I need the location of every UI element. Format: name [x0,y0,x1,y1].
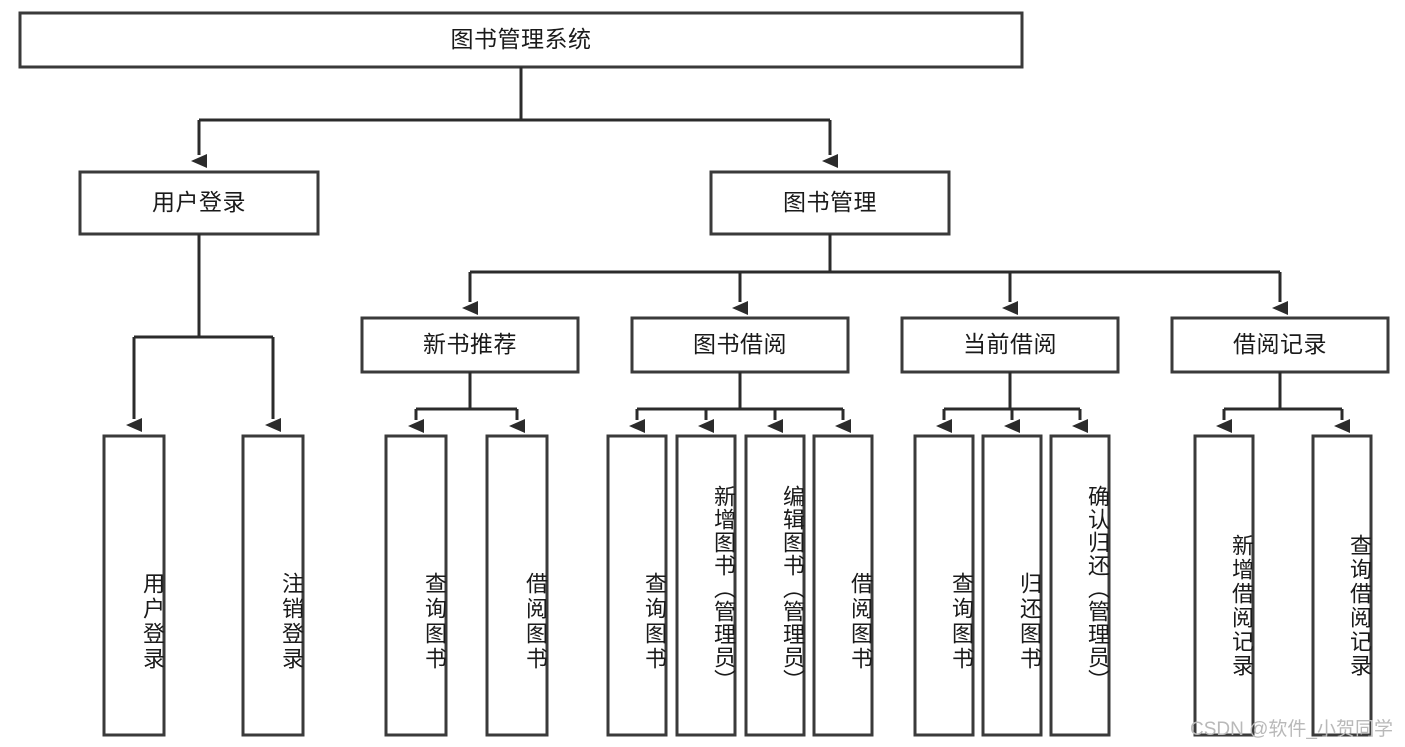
node-box-root[interactable] [18,11,1024,69]
node-box-book-manage[interactable] [709,170,951,236]
node-box-user-login[interactable] [78,170,320,236]
node-box-leaf-confirm-return[interactable] [1049,434,1111,737]
node-box-new-book-recommend[interactable] [360,316,580,374]
node-box-leaf-query-book-1[interactable] [384,434,448,737]
node-box-leaf-add-record[interactable] [1193,434,1255,737]
node-box-leaf-query-book-3[interactable] [913,434,975,737]
node-box-leaf-edit-book[interactable] [744,434,806,737]
node-box-leaf-query-book-2[interactable] [606,434,668,737]
node-box-leaf-return-book[interactable] [981,434,1043,737]
node-box-leaf-query-record[interactable] [1311,434,1373,737]
node-box-leaf-borrow-book-1[interactable] [485,434,549,737]
csdn-watermark: CSDN @软件_小贺同学 [1190,719,1393,740]
node-box-leaf-borrow-book-2[interactable] [812,434,874,737]
node-box-leaf-user-login[interactable] [102,434,166,737]
node-box-leaf-logout-login[interactable] [241,434,305,737]
node-box-book-borrow[interactable] [630,316,850,374]
node-box-borrow-record[interactable] [1170,316,1390,374]
node-box-leaf-add-book[interactable] [675,434,737,737]
node-box-current-borrow[interactable] [900,316,1120,374]
